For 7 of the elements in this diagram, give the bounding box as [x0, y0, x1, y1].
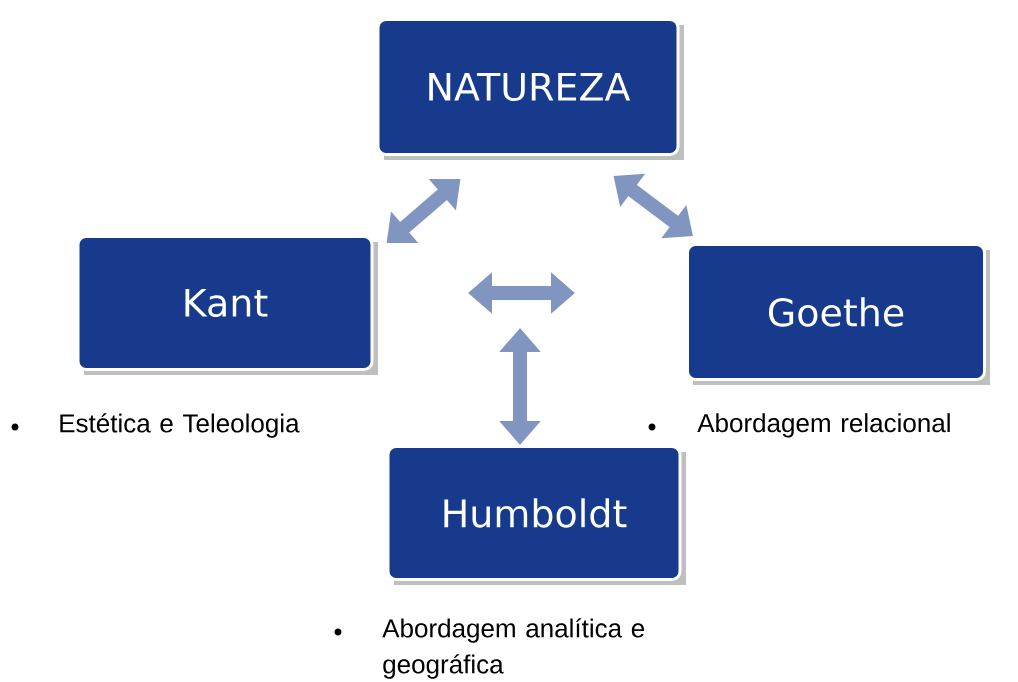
concept-box: Kant — [76, 235, 374, 371]
bullet-text: Abordagem relacional — [697, 413, 950, 438]
bullet-text: Abordagem analítica e geográfica — [382, 618, 645, 679]
bullet-text: Estética e Teleologia — [60, 413, 300, 438]
concept-box: Humboldt — [386, 445, 682, 581]
concept-box: Goethe — [686, 243, 986, 381]
concept-box: NATUREZA — [376, 18, 680, 156]
